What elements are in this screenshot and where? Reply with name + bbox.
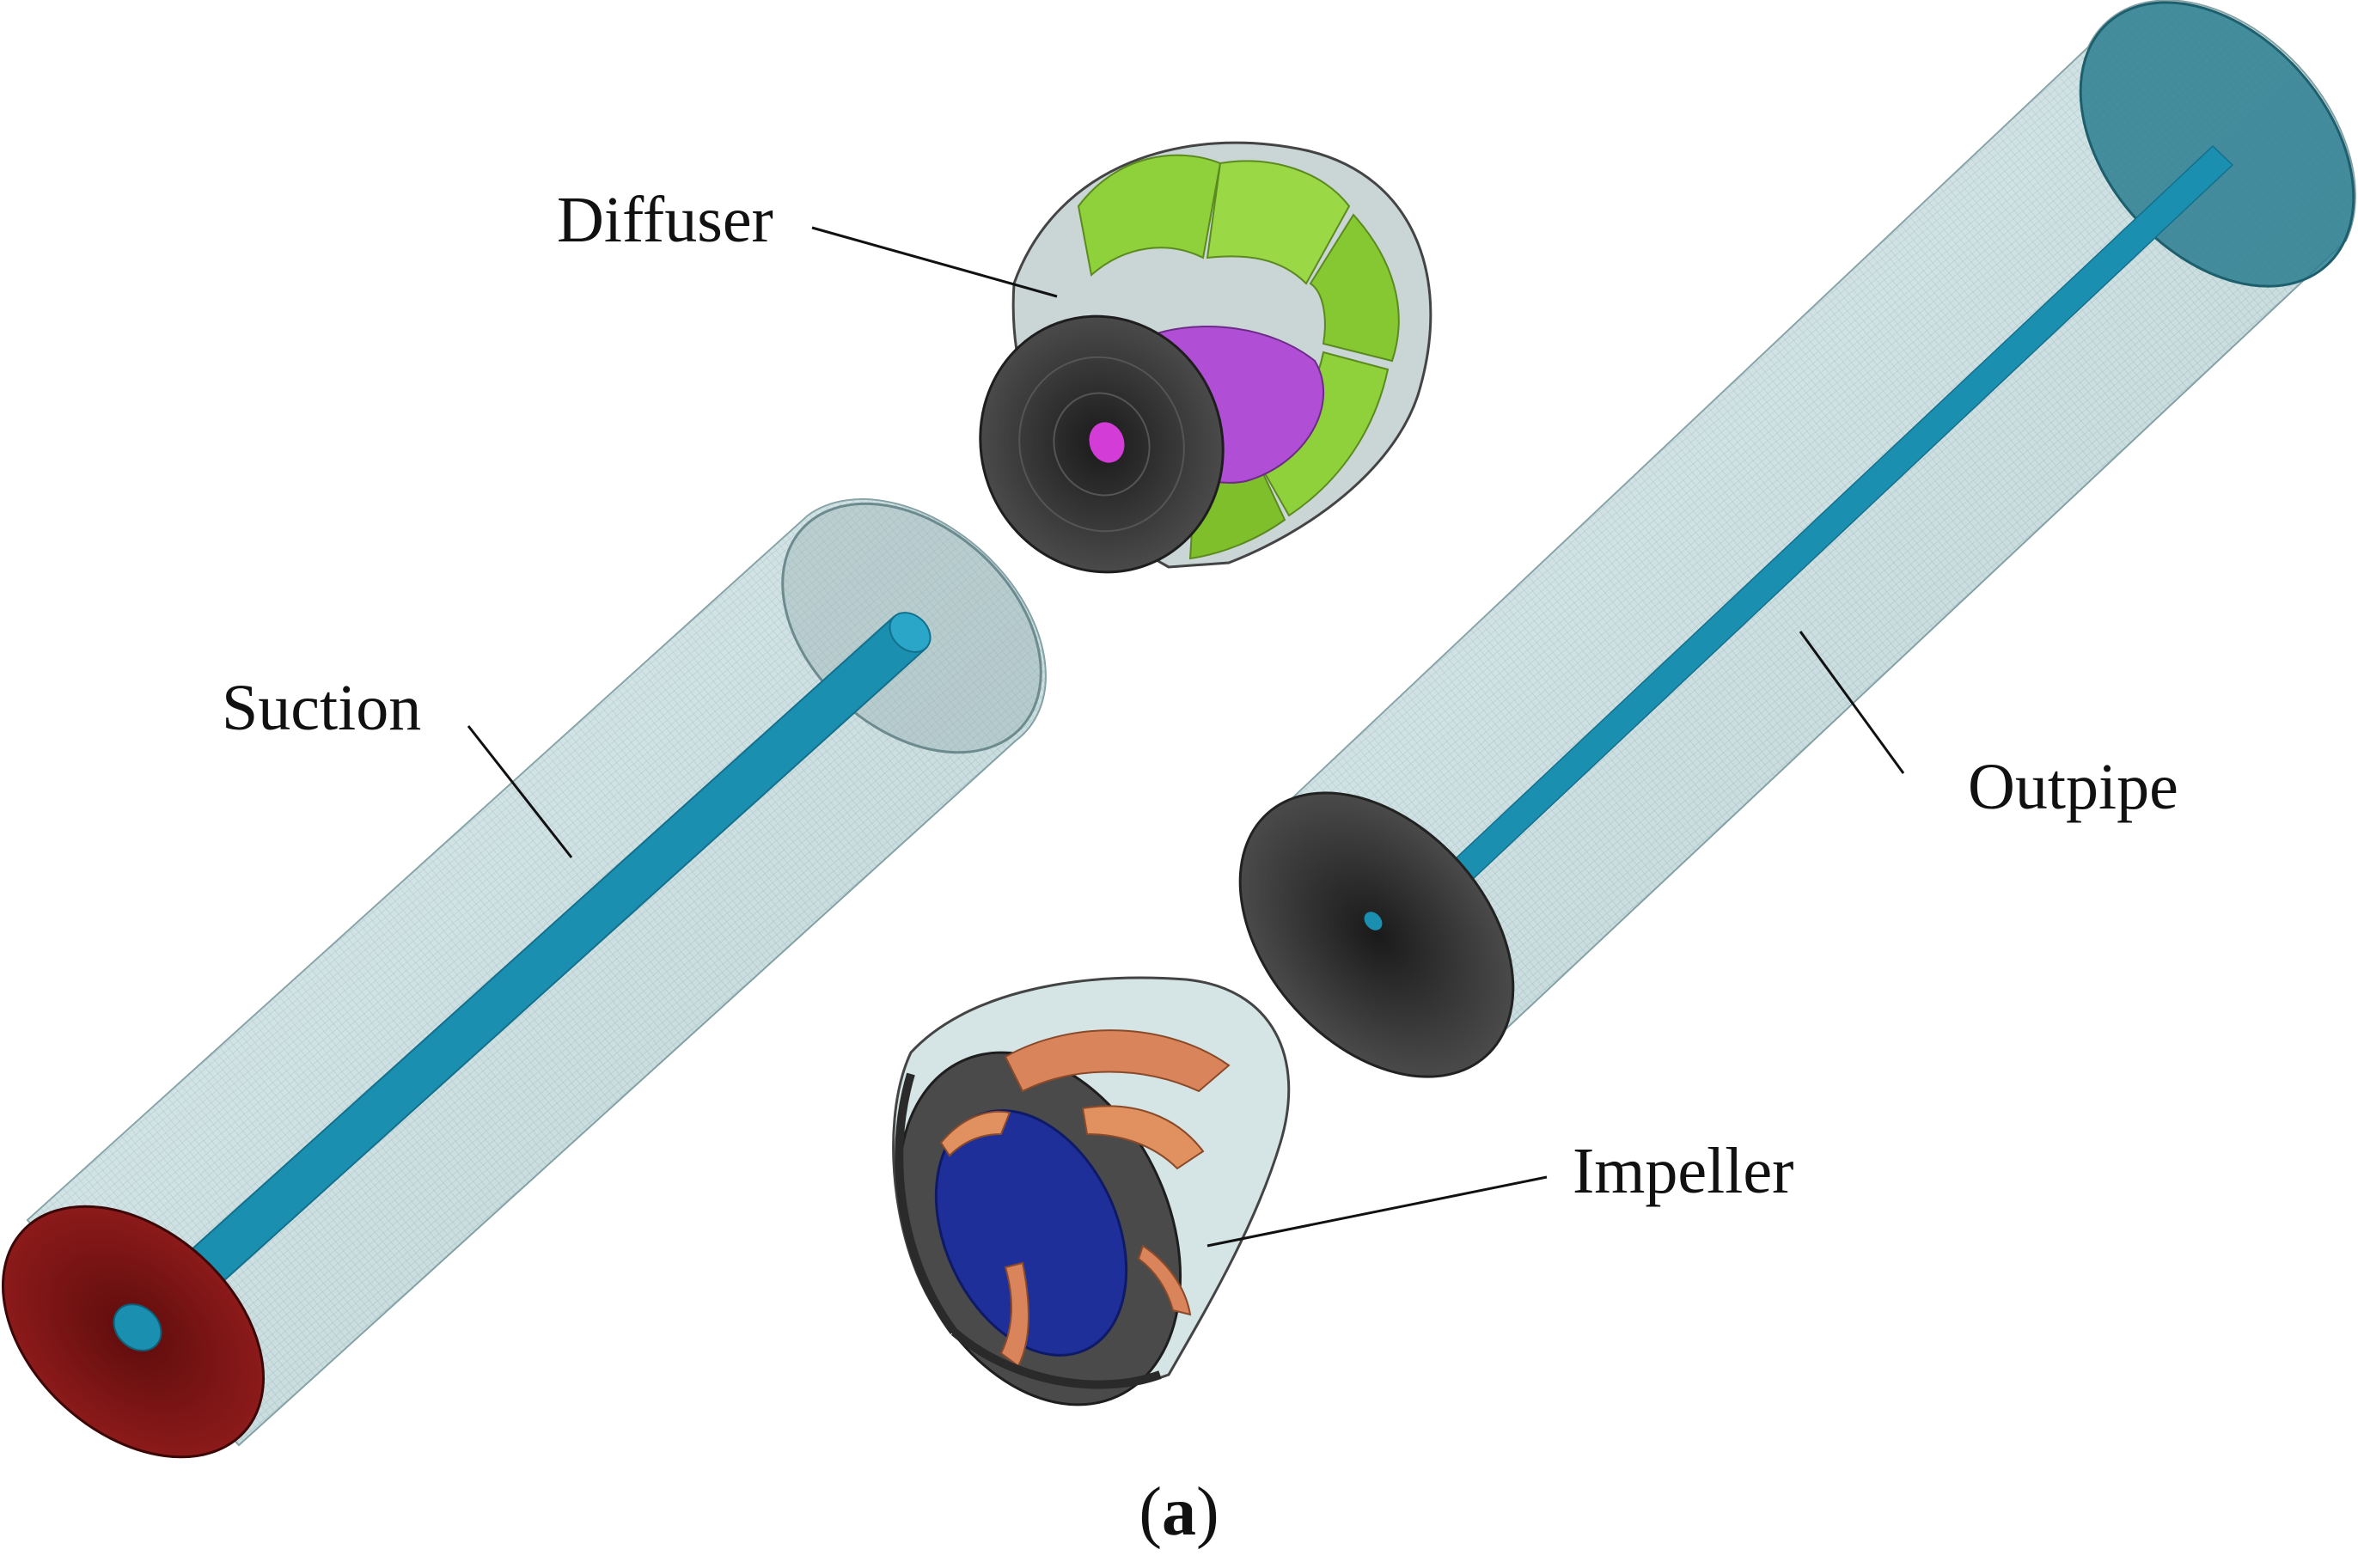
diffuser-leader <box>811 226 1058 298</box>
outpipe-label: Outpipe <box>1968 751 2178 823</box>
suction-label: Suction <box>222 672 422 744</box>
caption-letter: a <box>1162 1474 1196 1550</box>
diffuser-label: Diffuser <box>557 184 773 256</box>
impeller <box>892 976 1291 1406</box>
impeller-leader <box>1206 1175 1548 1248</box>
outpipe-leader <box>1799 631 1905 774</box>
suction-pipe <box>1 498 1047 1459</box>
leader-lines <box>467 226 1905 1248</box>
outpipe <box>1238 0 2356 1078</box>
diffuser <box>979 141 1433 574</box>
figure-caption: (a) <box>0 1478 2358 1547</box>
suction-leader <box>467 725 573 858</box>
impeller-label: Impeller <box>1573 1135 1794 1207</box>
caption-close-paren: ) <box>1196 1474 1219 1550</box>
caption-open-paren: ( <box>1139 1474 1162 1550</box>
